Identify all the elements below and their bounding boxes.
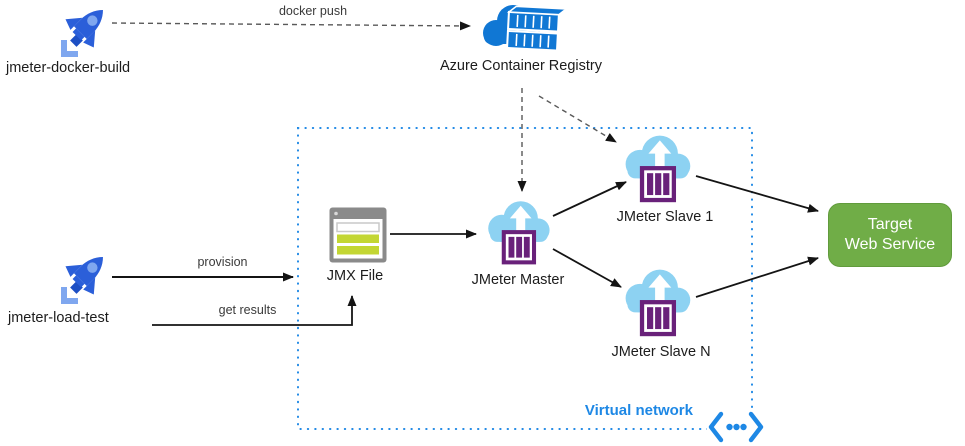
edge-slave1-to-target (695, 175, 819, 213)
node-label-jmeter-load-test: jmeter-load-test (8, 310, 109, 326)
virtual-network-label: Virtual network (584, 402, 693, 419)
virtual-network-icon-wrap (707, 410, 765, 444)
azure-pipelines-rocket-icon (61, 10, 103, 57)
azure-container-instance-icon (488, 201, 550, 265)
virtual-network-icon (708, 411, 764, 443)
node-azure-container-registry (479, 0, 569, 63)
edge-label-provision: provision (197, 255, 248, 269)
node-label-azure-container-registry: Azure Container Registry (440, 58, 602, 74)
edge-acr-to-slave1 (538, 95, 617, 143)
edge-docker-push (111, 21, 471, 31)
node-jmx-file (328, 206, 388, 271)
upload-arrow-icon (509, 205, 532, 234)
node-jmeter-master (480, 194, 556, 273)
node-jmeter-slave-1 (617, 128, 697, 211)
node-jmeter-slave-n (617, 262, 697, 345)
node-target-web-service: Target Web Service (828, 203, 952, 267)
edge-get-results (152, 295, 357, 326)
target-web-service-line2: Web Service (844, 236, 936, 253)
azure-container-instance-icon (625, 135, 691, 203)
upload-arrow-icon (648, 140, 672, 170)
node-label-jmx-file: JMX File (326, 268, 384, 284)
edge-master-to-slave1 (552, 181, 627, 217)
edge-slaven-to-target (695, 256, 819, 298)
jmx-file-window-icon (329, 207, 387, 263)
azure-container-registry-icon (483, 5, 569, 52)
node-label-jmeter-docker-build: jmeter-docker-build (6, 60, 131, 76)
azure-pipelines-rocket-icon (61, 257, 103, 304)
node-label-jmeter-slave-n: JMeter Slave N (611, 344, 711, 360)
node-jmeter-docker-build (50, 3, 110, 66)
azure-container-instance-icon (625, 269, 691, 337)
node-jmeter-load-test (50, 250, 110, 313)
edge-label-docker-push: docker push (278, 4, 348, 18)
node-label-jmeter-master: JMeter Master (471, 272, 565, 288)
node-label-jmeter-slave-1: JMeter Slave 1 (616, 209, 714, 225)
edge-label-get-results: get results (218, 303, 277, 317)
target-web-service-line1: Target (867, 216, 913, 233)
edge-master-to-slaven (552, 248, 622, 288)
upload-arrow-icon (648, 274, 672, 304)
